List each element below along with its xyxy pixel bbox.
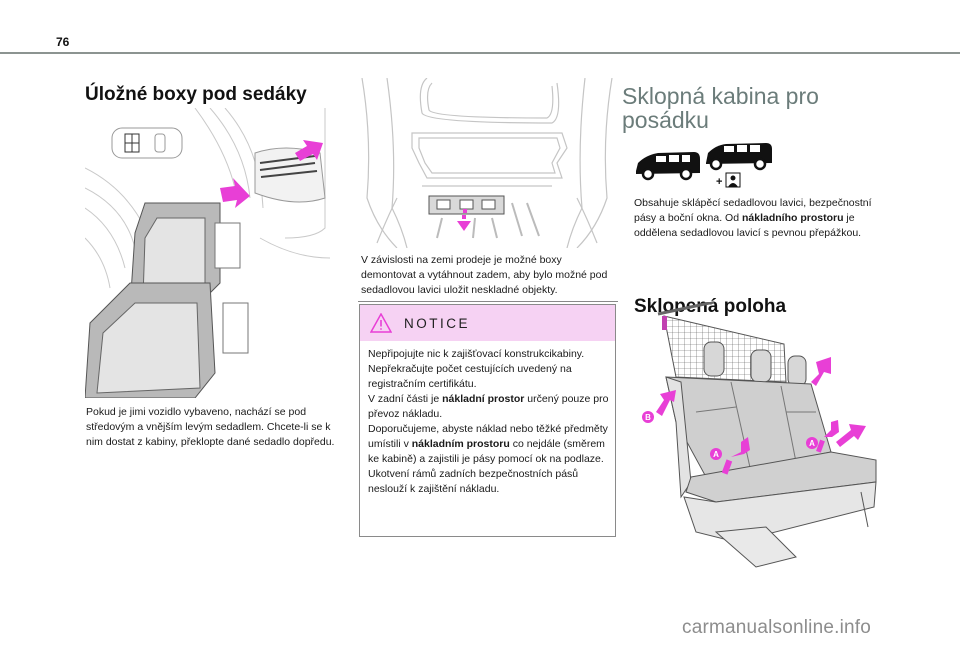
notice-line: Nepřipojujte nic k zajišťovací konstrukc… <box>368 347 610 362</box>
notice-title: NOTICE <box>404 315 471 331</box>
text-run: určený pouze pro převoz nákladu. <box>368 393 609 420</box>
emphasis-text: nákladní prostor <box>442 393 525 405</box>
notice-line: Doporučujeme, abyste náklad nebo těžké p… <box>368 422 610 467</box>
text-run: Nepřipojujte nic k zajišťovací konstrukc… <box>368 348 585 360</box>
text-run: je oddělena sedadlovou lavicí s pevnou p… <box>634 212 862 239</box>
van-short-icon <box>636 152 700 181</box>
text-run: Ukotvení rámů zadních bezpečnostních pás… <box>368 468 579 495</box>
under-seat-storage-boxes-illustration <box>85 108 343 398</box>
plus-passenger-icon: + <box>716 172 741 188</box>
text-run: co nejdále (směrem ke kabině) a zajistil… <box>368 438 605 465</box>
section-heading-storage-boxes: Úložné boxy pod sedáky <box>85 84 307 105</box>
text-run: Doporučujeme, abyste náklad nebo těžké p… <box>368 423 608 450</box>
notice-line: Nepřekračujte počet cestujících uvedený … <box>368 362 610 392</box>
storage-boxes-removal-description: V závislosti na zemi prodeje je možné bo… <box>361 254 608 296</box>
notice-header: NOTICE <box>360 305 615 341</box>
emphasis-text: nákladního prostoru <box>741 212 844 224</box>
text-run: Obsahuje sklápěcí sedadlovou lavici, bez… <box>634 197 872 224</box>
notice-line: V zadní části je nákladní prostor určený… <box>368 392 610 422</box>
emphasis-text: nákladním prostoru <box>411 438 510 450</box>
folded-bench-seat-illustration: A A B <box>636 302 882 568</box>
page-number: 76 <box>56 35 70 49</box>
warning-triangle-icon <box>370 313 392 333</box>
vehicle-versions-icons: + <box>634 141 774 191</box>
label-a-right: A <box>809 439 815 448</box>
notice-line: Ukotvení rámů zadních bezpečnostních pás… <box>368 467 610 497</box>
divider <box>358 301 618 302</box>
notice-box: NOTICE Nepřipojujte nic k zajišťovací ko… <box>359 304 616 537</box>
crew-cab-description: Obsahuje sklápěcí sedadlovou lavici, bez… <box>634 196 874 241</box>
text-run: Nepřekračujte počet cestujících uvedený … <box>368 363 572 390</box>
storage-boxes-description: Pokud je jimi vozidlo vybaveno, nachází … <box>86 406 335 448</box>
section-heading-crew-cab: Sklopná kabina pro posádku <box>622 83 819 133</box>
label-b: B <box>645 413 651 422</box>
van-long-icon <box>706 143 772 171</box>
rear-view-storage-box-removal-illustration <box>357 78 617 248</box>
header-divider <box>0 52 960 54</box>
svg-text:+: + <box>716 176 722 188</box>
watermark: carmanualsonline.info <box>682 617 872 638</box>
notice-body: Nepřipojujte nic k zajišťovací konstrukc… <box>360 341 610 497</box>
label-a-left: A <box>713 450 719 459</box>
text-run: V zadní části je <box>368 393 443 405</box>
